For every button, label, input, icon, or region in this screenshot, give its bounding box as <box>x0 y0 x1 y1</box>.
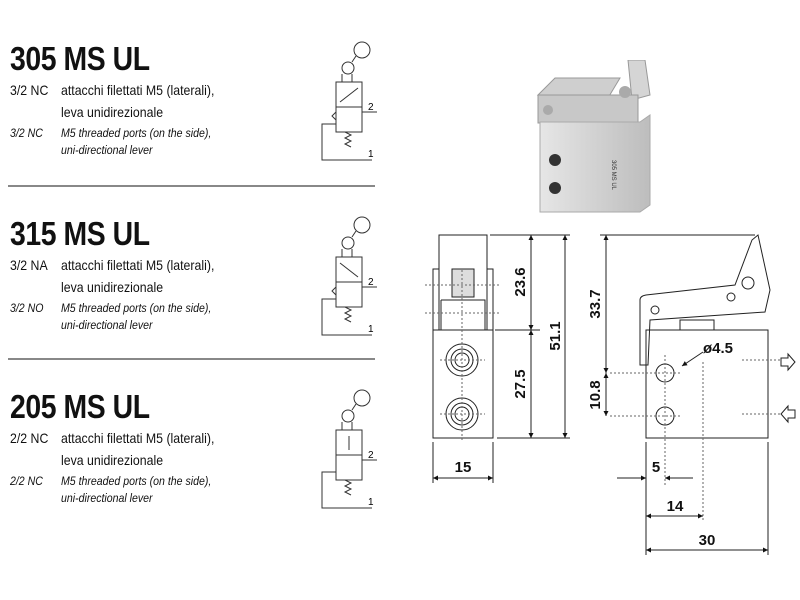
desc-it-1: attacchi filettati M5 (laterali), <box>61 257 215 273</box>
desc-en-2: uni-directional lever <box>61 491 153 505</box>
dim-top-height: 23.6 <box>512 267 529 296</box>
dim-total-height: 51.1 <box>547 321 564 350</box>
desc-en-2: uni-directional lever <box>61 318 153 332</box>
product-315-ms-ul: 315 MS UL 3/2 NA attacchi filettati M5 (… <box>0 205 390 375</box>
dim-hole-diameter: ø4.5 <box>703 340 733 357</box>
desc-en-1: M5 threaded ports (on the side), <box>61 126 212 140</box>
dim-body-height: 27.5 <box>512 369 529 398</box>
port-1-label: 1 <box>368 324 374 335</box>
port-2-label: 2 <box>368 450 374 461</box>
dim-hole-offset: 5 <box>652 459 660 476</box>
port-2-label: 2 <box>368 102 374 113</box>
divider <box>8 185 375 187</box>
desc-it-2: leva unidirezionale <box>61 452 164 468</box>
product-photo: 305 MS UL <box>536 60 651 213</box>
desc-it-2: leva unidirezionale <box>61 104 164 120</box>
valve-symbol-icon: 2 1 <box>321 41 377 161</box>
code-it: 2/2 NC <box>10 430 49 446</box>
product-title: 305 MS UL <box>10 40 150 77</box>
desc-it-1: attacchi filettati M5 (laterali), <box>61 82 215 98</box>
valve-symbol-icon: 2 1 <box>321 389 377 509</box>
product-title: 315 MS UL <box>10 215 150 252</box>
dim-center-offset: 14 <box>667 498 684 515</box>
port-2-label: 2 <box>368 277 374 288</box>
desc-it-2: leva unidirezionale <box>61 279 164 295</box>
dim-width-front: 30 <box>699 532 716 549</box>
valve-symbol-icon: 2 1 <box>321 216 377 336</box>
inlet-arrow-icon <box>780 404 796 424</box>
port-1-label: 1 <box>368 149 374 160</box>
port-1-label: 1 <box>368 497 374 508</box>
product-205-ms-ul: 205 MS UL 2/2 NC attacchi filettati M5 (… <box>0 378 390 548</box>
code-en: 3/2 NC <box>10 126 43 140</box>
product-305-ms-ul: 305 MS UL 3/2 NC attacchi filettati M5 (… <box>0 30 390 200</box>
divider <box>8 358 375 360</box>
desc-it-1: attacchi filettati M5 (laterali), <box>61 430 215 446</box>
code-en: 2/2 NC <box>10 474 43 488</box>
code-it: 3/2 NA <box>10 257 48 273</box>
code-en: 3/2 NO <box>10 301 44 315</box>
code-it: 3/2 NC <box>10 82 49 98</box>
desc-en-2: uni-directional lever <box>61 143 153 157</box>
dim-hole-spacing: 10.8 <box>587 380 604 409</box>
dim-lever-height: 33.7 <box>587 289 604 318</box>
outlet-arrow-icon <box>780 352 796 372</box>
photo-label: 305 MS UL <box>610 160 616 191</box>
desc-en-1: M5 threaded ports (on the side), <box>61 474 212 488</box>
desc-en-1: M5 threaded ports (on the side), <box>61 301 212 315</box>
dim-width-side: 15 <box>455 459 472 476</box>
product-title: 205 MS UL <box>10 388 150 425</box>
